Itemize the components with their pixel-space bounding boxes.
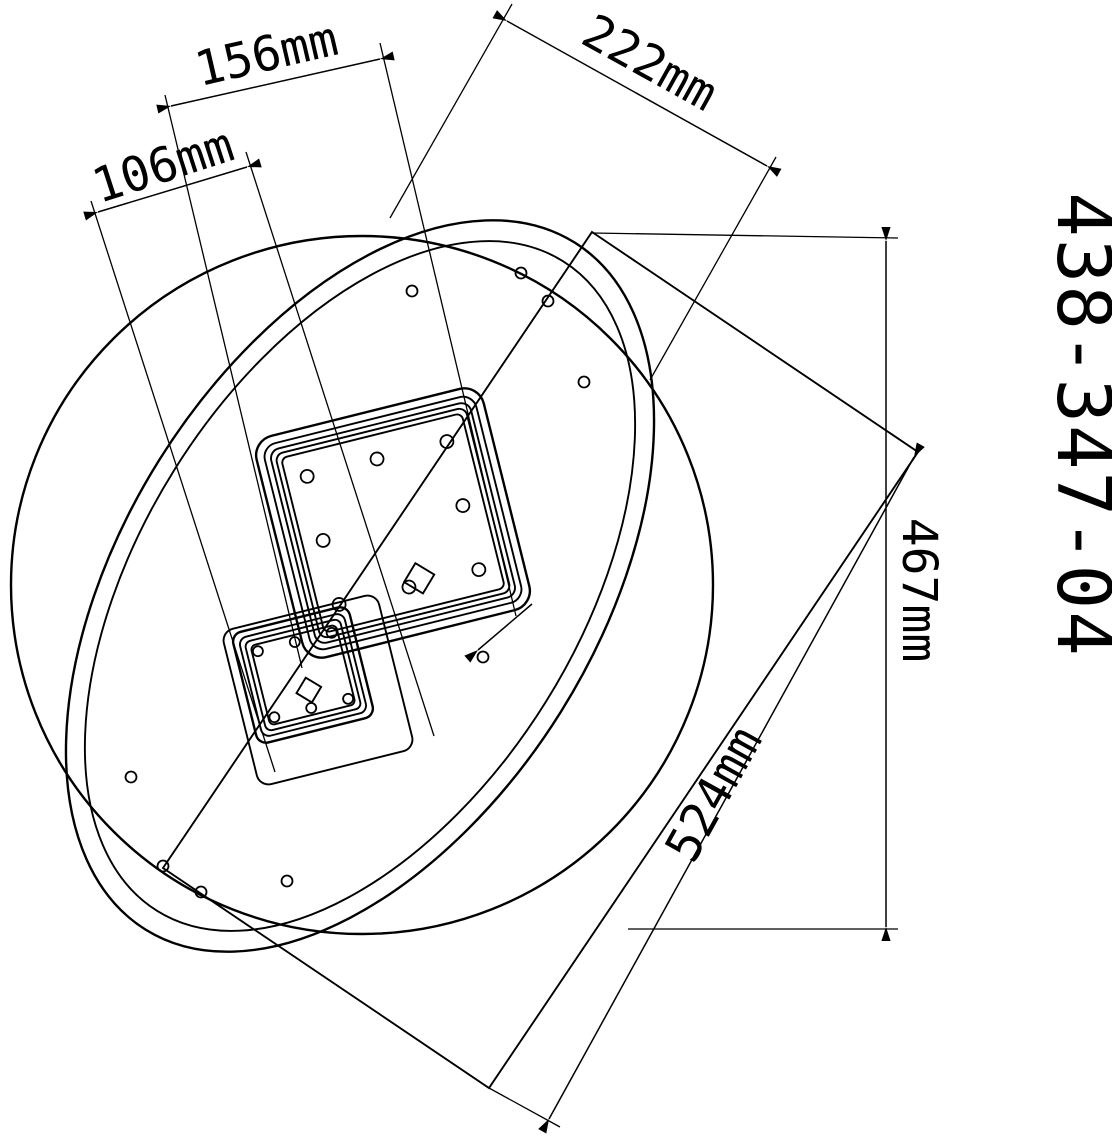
- small-mount-plate: [222, 594, 414, 786]
- bolt-hole: [331, 597, 347, 612]
- ext-line-106: [90, 200, 276, 773]
- bolt-hole: [299, 468, 315, 484]
- part-number: 438-347-04: [1040, 192, 1112, 658]
- keyhole-diamond: [402, 561, 436, 595]
- ext-line-524: [488, 1087, 561, 1128]
- keyhole-diamond: [295, 676, 323, 704]
- bolt-hole: [342, 692, 354, 705]
- dimension-label-467: 467mm: [891, 518, 947, 663]
- bolt-hole: [439, 434, 455, 449]
- bolt-hole: [325, 626, 338, 639]
- bolt-hole: [369, 451, 385, 467]
- rim-hole: [405, 284, 419, 298]
- dimension-label-524: 524mm: [654, 717, 773, 871]
- large-square-ring: [254, 387, 532, 659]
- large-square-ring: [275, 407, 511, 639]
- ext-line-222: [649, 156, 777, 381]
- dimension-line-222: [492, 10, 782, 177]
- ext-line-467: [591, 232, 899, 239]
- rim-hole: [280, 874, 294, 888]
- large-square-ring: [263, 395, 523, 651]
- small-square-ring: [239, 613, 367, 737]
- large-square-ring: [270, 402, 516, 644]
- small-mount-square: [231, 606, 375, 744]
- rim-hole: [577, 375, 591, 389]
- bolt-hole: [252, 645, 264, 658]
- ext-line-106: [245, 151, 435, 737]
- tilted-oval-inner: [83, 240, 637, 932]
- rim-hole: [541, 294, 555, 308]
- dimension-label-106: 106mm: [86, 117, 241, 215]
- bolt-hole: [471, 562, 487, 578]
- small-square-ring: [250, 624, 356, 726]
- rim-hole: [514, 266, 528, 280]
- rim-holes: [124, 266, 591, 899]
- rim-hole: [194, 885, 208, 899]
- large-mount-square: [254, 387, 532, 659]
- small-square-ring: [244, 618, 362, 732]
- large-square-ring: [281, 413, 505, 633]
- bolt-hole: [455, 498, 471, 513]
- rim-hole: [476, 650, 490, 664]
- ext-line-156: [379, 42, 517, 617]
- dimension-lines: [83, 10, 925, 1134]
- rim-hole: [156, 859, 170, 873]
- dimension-label-222: 222mm: [573, 3, 727, 122]
- bolt-hole: [288, 636, 301, 648]
- dimension-line-524: [538, 442, 925, 1134]
- dimension-line-156: [156, 51, 395, 114]
- ext-line-222: [389, 3, 513, 219]
- bolt-hole: [268, 711, 281, 724]
- bolt-hole: [401, 579, 417, 595]
- dimension-labels: 222mm 156mm 106mm 467mm 524mm: [86, 3, 947, 871]
- panel-outline: [161, 230, 920, 1090]
- tilted-oval-rim: [64, 219, 656, 953]
- bolt-hole: [305, 702, 318, 714]
- rim-hole: [124, 770, 138, 784]
- bolt-hole: [315, 533, 331, 548]
- leader-arrow: [464, 603, 533, 663]
- small-square-ring: [231, 606, 375, 744]
- small-plate-outline: [222, 594, 414, 786]
- dimension-line-106: [83, 158, 262, 221]
